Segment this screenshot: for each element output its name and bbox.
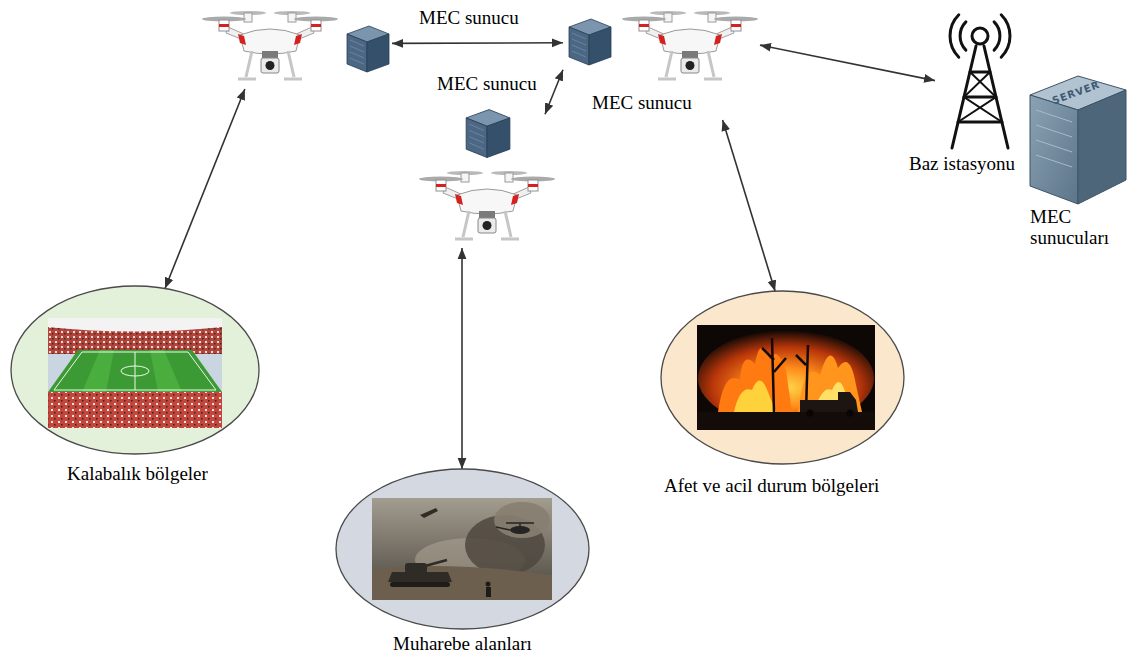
tank-barrel [425, 560, 447, 566]
connector-arrow [545, 70, 563, 115]
jet [420, 508, 438, 518]
uav-mec-node: MEC sunucu [200, 3, 392, 89]
node-label: Kalabalık bölgeler [67, 464, 208, 485]
server-front [1030, 95, 1078, 204]
photo-pitch [48, 350, 222, 392]
stadium-photo [48, 318, 222, 428]
fire-truck [800, 392, 858, 412]
region-ellipse: Kalabalık bölgeler [10, 285, 260, 455]
node-label: Afet ve acil durum bölgeleri [664, 476, 879, 497]
pitch-line [54, 352, 216, 390]
antenna-top [972, 28, 988, 44]
mec-server-icon [569, 19, 611, 65]
ellipse-outline [11, 286, 259, 454]
fire-glow [698, 330, 874, 426]
photo-roof [48, 318, 222, 332]
region-fill [336, 469, 589, 629]
connector-arrow [760, 45, 935, 81]
fire-photo [697, 325, 875, 430]
flame [718, 348, 792, 412]
photo-ground [372, 566, 552, 600]
ellipse-outline [660, 290, 905, 465]
tower-brace [958, 72, 1002, 122]
uav-drone [419, 171, 555, 239]
uav-mec-node: MEC sunucu [430, 72, 545, 248]
connector-arrow [392, 42, 563, 44]
helicopter [510, 526, 530, 534]
uav-drone [622, 11, 758, 79]
node-label: MEC sunucu [592, 93, 692, 114]
node-label: MEC sunucu [419, 8, 519, 29]
photo-crowd [48, 392, 222, 428]
connector-arrow [723, 120, 776, 291]
connector-arrow [165, 89, 245, 289]
region-ellipse: Muharebe alanları [335, 468, 590, 630]
connector-arrow [461, 248, 463, 469]
radio-wave [994, 22, 1000, 50]
uav-mec-node: MEC sunucu [563, 3, 760, 120]
radio-wave [950, 15, 959, 57]
antenna-tower [950, 15, 1010, 148]
ellipse-outline [335, 468, 590, 630]
server-slot [1036, 110, 1072, 167]
ellipse-outline [10, 285, 260, 455]
mec-server-icon [466, 110, 510, 158]
photo-night [697, 325, 875, 430]
tank-track [390, 582, 450, 587]
tower-leg [952, 46, 1008, 148]
photo-sky [48, 318, 222, 428]
soldier [486, 587, 491, 597]
base-station-node: Baz istasyonu [935, 12, 1025, 152]
mec-server-icon [347, 26, 389, 72]
radio-wave [960, 22, 966, 50]
photo-smoke [494, 502, 550, 538]
node-label: Muharebe alanları [393, 634, 532, 655]
truck-wheel [807, 410, 814, 417]
region-fill [661, 291, 904, 464]
node-label: MEC sunucu [437, 74, 537, 95]
server-side [1078, 90, 1126, 204]
region-ellipse: Afet ve acil durum bölgeleri [660, 290, 905, 465]
photo-sky [372, 498, 552, 600]
radio-wave [1001, 15, 1010, 57]
tower-brace [958, 72, 1002, 122]
battlefield-photo [372, 498, 552, 600]
tank-turret [405, 563, 427, 573]
node-label: Baz istasyonu [909, 154, 1015, 175]
pitch-stripe [82, 350, 182, 392]
node-label: MEC sunucuları [1030, 207, 1122, 249]
uav-drone [202, 11, 338, 79]
icon-label: SERVER [1051, 79, 1102, 106]
flame [734, 380, 776, 412]
soldier [486, 582, 491, 587]
ellipse-outline [336, 469, 589, 629]
tank [388, 572, 452, 582]
helicopter-rotor [496, 523, 534, 530]
truck-wheel [847, 410, 854, 417]
ellipse-outline [661, 291, 904, 464]
region-fill [11, 286, 259, 454]
pitch-circle [121, 366, 149, 376]
